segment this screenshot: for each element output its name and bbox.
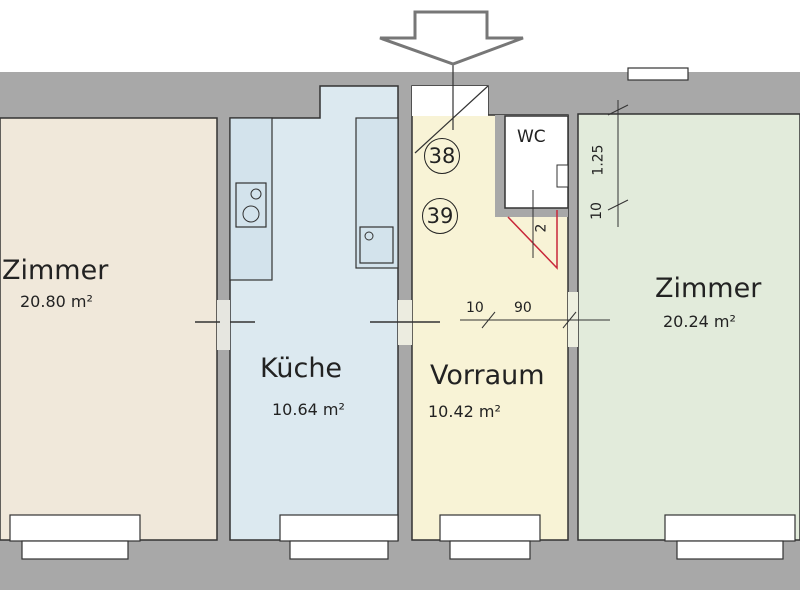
room-wc [504,115,569,209]
wc-fixture-icon [556,164,569,188]
room-area-zimmer-right: 20.24 m² [663,312,736,331]
dim-wall-top: 10 [588,202,605,220]
dim-wc-door: 2 [533,223,550,233]
room-label-vorraum: Vorraum [430,360,545,391]
marker-39: 39 [422,198,458,234]
arrow-down-icon [379,10,524,66]
door-opening-left [217,300,230,350]
room-zimmer-left [0,117,218,541]
dim-door-width: 90 [514,300,532,316]
room-area-zimmer-left: 20.80 m² [20,292,93,311]
stove-icon [235,182,267,228]
dim-wall-thickness: 10 [466,300,484,316]
room-zimmer-right [577,113,800,541]
windows [9,67,796,560]
room-area-vorraum: 10.42 m² [428,402,501,421]
room-label-wc: WC [517,127,546,147]
room-label-kueche: Küche [260,353,343,384]
stair-landing [412,86,488,116]
room-area-kueche: 10.64 m² [272,400,345,419]
room-label-zimmer-left: Zimmer [2,255,109,286]
kitchen-counter-right [355,117,399,269]
marker-38: 38 [424,138,460,174]
wc-door-swing [507,210,558,270]
kitchen-counter-left [229,117,273,281]
sink-icon [359,226,394,264]
room-label-zimmer-right: Zimmer [655,273,762,304]
dim-wc-height: 1.25 [590,144,607,176]
